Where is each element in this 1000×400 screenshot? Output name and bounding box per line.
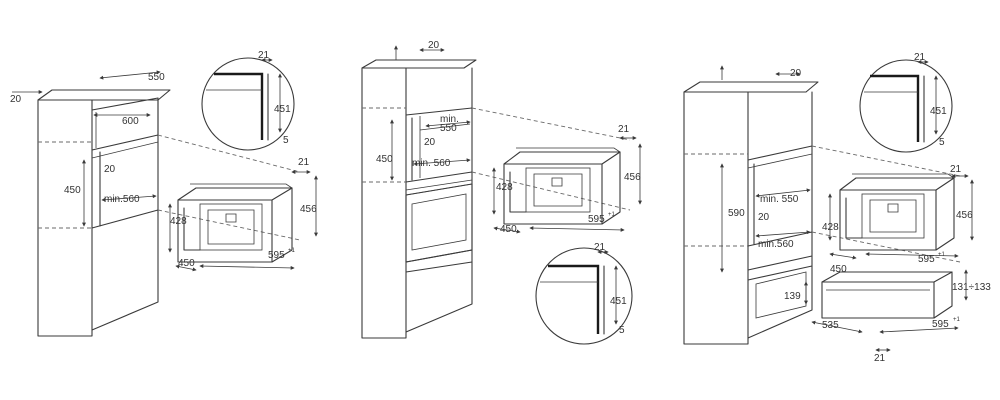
dim-niche-height: 450 <box>376 154 393 165</box>
dim-machine-width-sup: +1 <box>938 252 946 258</box>
left-detail-circle: 21 451 5 <box>201 50 295 151</box>
middle-dimensions: 20 min. 550 20 450 min. 560 428 450 595 … <box>376 40 642 235</box>
dim-drawer-width-sup: +1 <box>953 317 961 323</box>
dim-machine-width-sup: +1 <box>288 248 296 254</box>
left-tall-cabinet <box>37 89 171 337</box>
dim-min-width: min.560 <box>104 194 140 205</box>
dim-machine-depth: 450 <box>178 258 195 269</box>
dim-panel-height: 456 <box>624 172 641 183</box>
detail-height: 451 <box>930 106 947 117</box>
dim-niche-height: 450 <box>64 185 81 196</box>
dim-panel-depth: 21 <box>618 124 630 135</box>
detail-gap: 5 <box>283 135 289 146</box>
left-dimensions: 550 20 600 20 450 min.560 428 450 595 +1… <box>10 70 318 272</box>
dim-min-depth: min. 550 <box>760 194 799 205</box>
dim-panel-height: 456 <box>956 210 973 221</box>
dim-min-depth-label: min. <box>440 114 459 125</box>
right-tall-cabinet <box>683 81 819 345</box>
dim-min-width: min. 560 <box>412 158 451 169</box>
dim-opening-depth: 20 <box>104 164 116 175</box>
dim-opening-depth: 20 <box>758 212 770 223</box>
dim-machine-height: 428 <box>496 182 513 193</box>
left-coffee-machine <box>177 183 293 263</box>
dim-top-back: 20 <box>790 68 802 79</box>
right-installation: 20 590 20 min. 550 min.560 428 450 595 +… <box>683 52 991 364</box>
dim-panel-height: 456 <box>300 204 317 215</box>
detail-width: 21 <box>258 50 270 61</box>
detail-gap: 5 <box>939 137 945 148</box>
dim-drawer-niche: 131÷133 <box>952 282 991 293</box>
detail-width: 21 <box>594 242 606 253</box>
dim-machine-width: 595 <box>268 250 285 261</box>
dim-machine-depth: 450 <box>500 224 517 235</box>
dim-niche-width: 600 <box>122 116 139 127</box>
dim-machine-width: 595 <box>918 254 935 265</box>
detail-height: 451 <box>274 104 291 115</box>
dim-opening-depth: 20 <box>424 137 436 148</box>
dim-panel-depth: 21 <box>298 157 310 168</box>
middle-tall-cabinet <box>361 59 477 339</box>
right-warming-drawer <box>821 271 953 319</box>
detail-height: 451 <box>610 296 627 307</box>
right-dimensions: 20 590 20 min. 550 min.560 428 450 595 +… <box>720 65 991 364</box>
middle-coffee-machine <box>503 147 621 225</box>
right-coffee-machine <box>839 173 955 251</box>
left-installation: 550 20 600 20 450 min.560 428 450 595 +1… <box>10 50 318 337</box>
dim-min-width: min.560 <box>758 239 794 250</box>
dim-top-back: 20 <box>10 94 22 105</box>
right-detail-circle: 21 451 5 <box>859 52 953 153</box>
dim-min-depth-value: 550 <box>440 123 457 134</box>
dim-drawer-width: 595 <box>932 319 949 330</box>
dim-machine-depth: 450 <box>830 264 847 275</box>
dim-drawer-depth: 535 <box>822 320 839 331</box>
dim-machine-height: 428 <box>822 222 839 233</box>
detail-width: 21 <box>914 52 926 63</box>
dim-machine-height: 428 <box>170 216 187 227</box>
dim-drawer-panel: 21 <box>874 353 886 364</box>
dim-drawer-height: 139 <box>784 291 801 302</box>
dim-top-back: 20 <box>428 40 440 51</box>
dim-top-depth: 550 <box>148 72 165 83</box>
dim-niche-total: 590 <box>728 208 745 219</box>
dim-machine-width-sup: +1 <box>608 212 616 218</box>
middle-detail-circle: 21 451 5 <box>535 242 633 345</box>
middle-installation: 20 min. 550 20 450 min. 560 428 450 595 … <box>361 40 642 345</box>
dim-panel-depth: 21 <box>950 164 962 175</box>
detail-gap: 5 <box>619 325 625 336</box>
dim-machine-width: 595 <box>588 214 605 225</box>
